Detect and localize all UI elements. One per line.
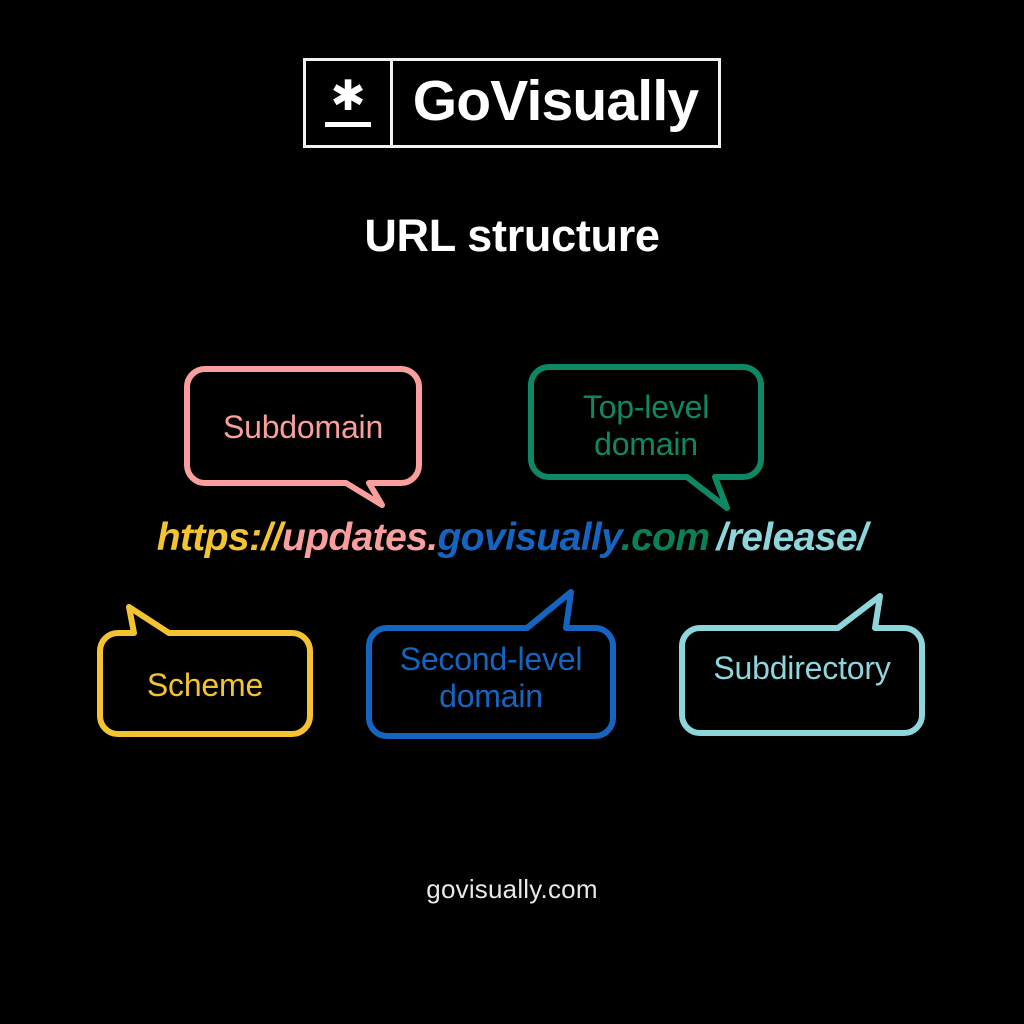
callout-subdomain: Subdomain — [183, 365, 423, 508]
callout-subdirectory: Subdirectory — [678, 592, 926, 737]
asterisk-icon: ✱ — [330, 70, 366, 120]
callout-label-line2: domain — [594, 426, 698, 463]
url-string: https://updates.govisually.com/release/ — [0, 516, 1024, 560]
url-segment-subdomain: updates. — [281, 516, 438, 559]
page-title: URL structure — [364, 210, 660, 261]
logo-underline — [325, 122, 371, 128]
callout-label-scheme: Scheme — [146, 667, 264, 703]
callout-label-subdirectory: Subdirectory — [713, 650, 891, 686]
callout-label-subdomain: Subdomain — [222, 409, 384, 445]
callout-bubble-subdomain — [183, 365, 423, 508]
callout-label-line1: Top-level — [582, 389, 710, 425]
footer-website: govisually.com — [426, 874, 598, 904]
logo-wordmark: GoVisually — [412, 69, 699, 133]
url-segment-top-level-domain: .com — [620, 516, 710, 559]
callout-bubble-second-level-domain — [365, 588, 617, 740]
url-segment-second-level-domain: govisually — [437, 516, 622, 559]
callout-label-line1: Second-level — [399, 641, 583, 677]
callout-bubble-scheme — [96, 603, 314, 738]
logo-mark: ✱ — [306, 61, 393, 145]
callout-scheme: Scheme — [96, 603, 314, 738]
callout-bubble-top-level-domain — [527, 363, 765, 511]
callout-bubble-subdirectory — [678, 592, 926, 737]
url-segment-subdirectory: /release/ — [716, 516, 868, 559]
callout-label-line2: domain — [439, 678, 543, 715]
url-segment-scheme: https:// — [156, 516, 283, 559]
brand-logo: ✱ GoVisually — [303, 58, 721, 148]
